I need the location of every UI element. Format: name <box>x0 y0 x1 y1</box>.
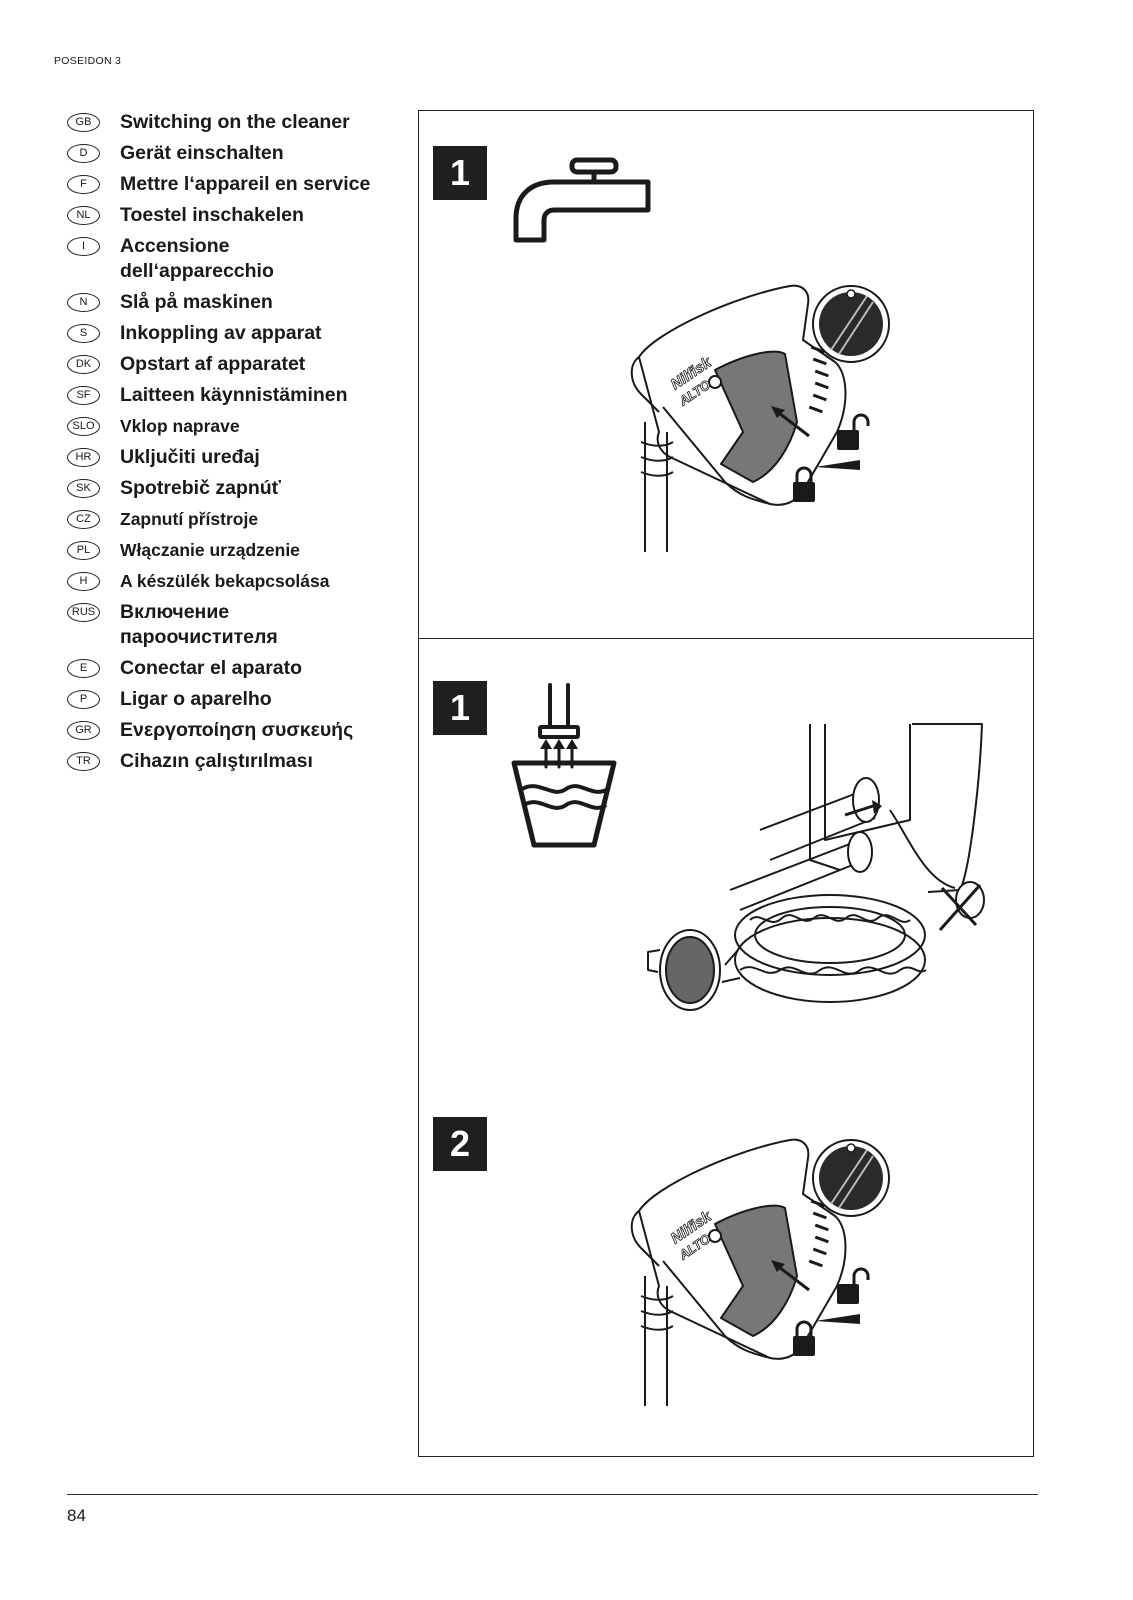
hose-connection-illustration <box>647 723 985 1011</box>
list-item: CZ Zapnutí přístroje <box>67 507 412 538</box>
water-supply-icon <box>511 683 617 848</box>
list-item: E Conectar el aparato <box>67 656 412 687</box>
spray-gun-illustration: Nilfisk ALTO <box>630 1138 890 1406</box>
list-item: D Gerät einschalten <box>67 141 412 172</box>
document-header: POSEIDON 3 <box>54 55 122 67</box>
list-item: HR Uključiti uređaj <box>67 445 412 476</box>
language-code-badge: HR <box>67 448 100 467</box>
list-item: I Accensione dell‘apparecchio <box>67 234 412 290</box>
page-number: 84 <box>67 1506 86 1525</box>
unlock-icon <box>837 1267 870 1304</box>
language-code-badge: SK <box>67 479 100 498</box>
section-title: Slå på maskinen <box>120 291 273 313</box>
language-code-badge: RUS <box>67 603 100 622</box>
water-tap-icon <box>513 157 651 243</box>
section-title: Laitteen käynnistäminen <box>120 384 348 406</box>
list-item: GR Ενεργοποίηση συσκευής <box>67 718 412 749</box>
list-item: SK Spotrebič zapnúť <box>67 476 412 507</box>
language-code-badge: D <box>67 144 100 163</box>
language-code-badge: I <box>67 237 100 256</box>
list-item: PL Włączanie urządzenie <box>67 538 412 569</box>
section-title: A készülék bekapcsolása <box>120 571 330 591</box>
list-item: S Inkoppling av apparat <box>67 321 412 352</box>
section-title: Gerät einschalten <box>120 142 284 164</box>
section-title: Uključiti uređaj <box>120 446 260 468</box>
language-code-badge: NL <box>67 206 100 225</box>
language-code-badge: TR <box>67 752 100 771</box>
section-title: Vklop naprave <box>120 416 240 436</box>
list-item: H A készülék bekapcsolása <box>67 569 412 600</box>
list-item: GB Switching on the cleaner <box>67 110 412 141</box>
section-title: Accensione dell‘apparecchio <box>120 235 274 282</box>
lock-icon <box>793 466 815 502</box>
language-code-badge: E <box>67 659 100 678</box>
language-code-badge: F <box>67 175 100 194</box>
section-title: Toestel inschakelen <box>120 204 304 226</box>
list-item: P Ligar o aparelho <box>67 687 412 718</box>
list-item: F Mettre l‘appareil en service <box>67 172 412 203</box>
panel-divider <box>418 638 1034 639</box>
language-code-badge: PL <box>67 541 100 560</box>
list-item: NL Toestel inschakelen <box>67 203 412 234</box>
list-item: SF Laitteen käynnistäminen <box>67 383 412 414</box>
section-title: Conectar el aparato <box>120 657 303 679</box>
list-item: SLO Vklop naprave <box>67 414 412 445</box>
language-code-badge: S <box>67 324 100 343</box>
step-number-badge: 1 <box>433 146 487 200</box>
language-code-badge: GB <box>67 113 100 132</box>
section-title: Ενεργοποίηση συσκευής <box>120 719 354 741</box>
list-item: RUS Включение пароочистителя <box>67 600 412 656</box>
section-title: Mettre l‘appareil en service <box>120 173 371 195</box>
language-code-badge: SF <box>67 386 100 405</box>
section-title: Spotrebič zapnúť <box>120 477 282 499</box>
section-title: Cihazın çalıştırılması <box>120 750 313 772</box>
illustration-frame <box>418 110 1034 1457</box>
step-number-badge: 2 <box>433 1117 487 1171</box>
language-code-badge: N <box>67 293 100 312</box>
lock-icon <box>793 1320 815 1356</box>
language-code-badge: H <box>67 572 100 591</box>
language-code-badge: GR <box>67 721 100 740</box>
language-code-badge: DK <box>67 355 100 374</box>
list-item: TR Cihazın çalıştırılması <box>67 749 412 780</box>
spray-gun-illustration: Nilfisk ALTO <box>630 284 890 552</box>
language-code-badge: SLO <box>67 417 100 436</box>
language-code-badge: P <box>67 690 100 709</box>
language-list: GB Switching on the cleaner D Gerät einsch… <box>67 110 412 780</box>
language-code-badge: CZ <box>67 510 100 529</box>
list-item: DK Opstart af apparatet <box>67 352 412 383</box>
list-item: N Slå på maskinen <box>67 290 412 321</box>
section-title: Włączanie urządzenie <box>120 540 300 560</box>
footer-rule <box>67 1494 1038 1495</box>
unlock-icon <box>837 413 870 450</box>
section-title: Ligar o aparelho <box>120 688 272 710</box>
step-number-badge: 1 <box>433 681 487 735</box>
section-title: Switching on the cleaner <box>120 111 350 133</box>
section-title: Zapnutí přístroje <box>120 509 259 529</box>
section-title: Включение пароочистителя <box>120 601 278 648</box>
section-title: Opstart af apparatet <box>120 353 306 375</box>
section-title: Inkoppling av apparat <box>120 322 322 344</box>
